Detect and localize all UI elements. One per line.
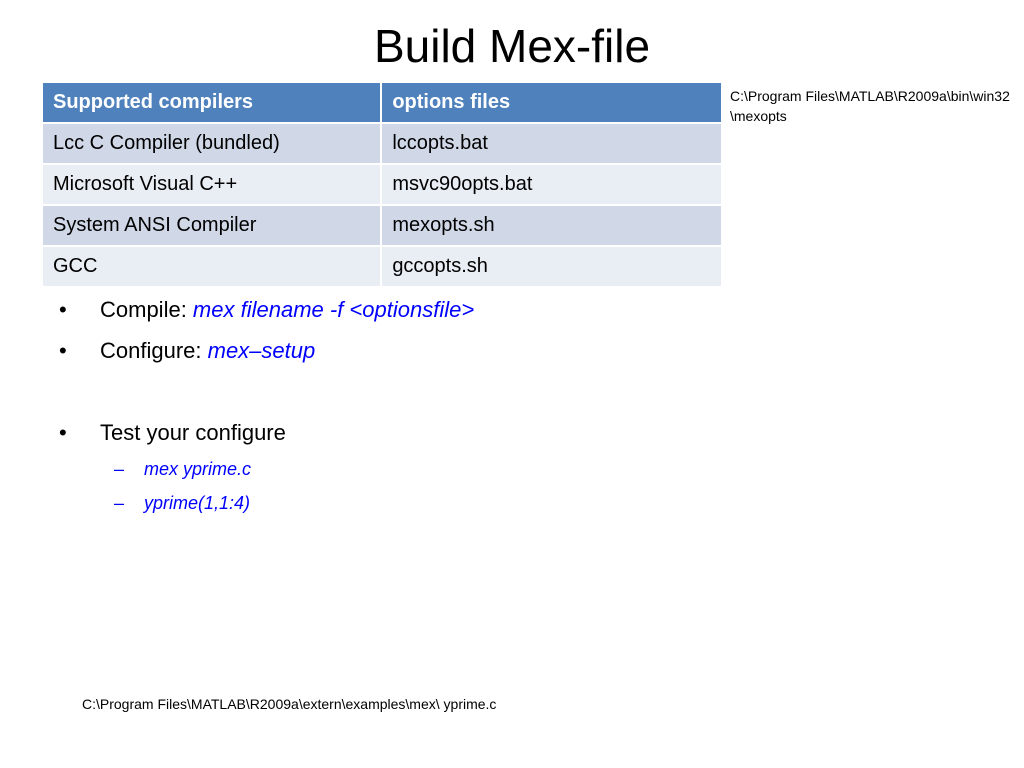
mexopts-path-note: C:\Program Files\MATLAB\R2009a\bin\win32…	[730, 88, 1010, 124]
options-file-cell: gccopts.sh	[380, 245, 723, 288]
compiler-cell: GCC	[40, 245, 383, 288]
sub-bullet-text: yprime(1,1:4)	[144, 493, 251, 513]
bullet-text: Test your configure	[100, 420, 286, 445]
options-file-cell: msvc90opts.bat	[380, 163, 723, 206]
bullet-text: Configure: mex–setup	[100, 333, 315, 369]
bullet-label: Configure:	[100, 338, 208, 363]
configure-command: mex–setup	[207, 338, 316, 363]
dash-icon: –	[114, 459, 125, 479]
bullet-dot-icon: •	[59, 420, 67, 445]
table-row: Microsoft Visual C++ msvc90opts.bat	[40, 163, 723, 206]
compiler-cell: System ANSI Compiler	[40, 204, 383, 247]
table-row: GCC gccopts.sh	[40, 245, 723, 288]
sub-bullet-text: mex yprime.c	[144, 459, 252, 479]
table-header-row: Supported compilers options files	[40, 81, 723, 124]
bullet-label: Compile:	[100, 297, 193, 322]
header-supported-compilers: Supported compilers	[40, 81, 383, 124]
table-row: System ANSI Compiler mexopts.sh	[40, 204, 723, 247]
slide-title: Build Mex-file	[373, 20, 651, 72]
bullet-text: Compile: mex filename -f <optionsfile>	[100, 292, 474, 328]
compiler-cell: Microsoft Visual C++	[40, 163, 383, 206]
bullet-dot-icon: •	[59, 338, 67, 363]
table-row: Lcc C Compiler (bundled) lccopts.bat	[40, 122, 723, 165]
options-file-cell: mexopts.sh	[380, 204, 723, 247]
example-file-path: C:\Program Files\MATLAB\R2009a\extern\ex…	[82, 696, 497, 712]
bullet-dot-icon: •	[59, 297, 67, 322]
compiler-cell: Lcc C Compiler (bundled)	[40, 122, 383, 165]
compile-command: mex filename -f <optionsfile>	[192, 297, 475, 322]
dash-icon: –	[114, 493, 125, 513]
header-options-files: options files	[380, 81, 723, 124]
compiler-table: Supported compilers options files Lcc C …	[40, 81, 723, 288]
options-file-cell: lccopts.bat	[380, 122, 723, 165]
